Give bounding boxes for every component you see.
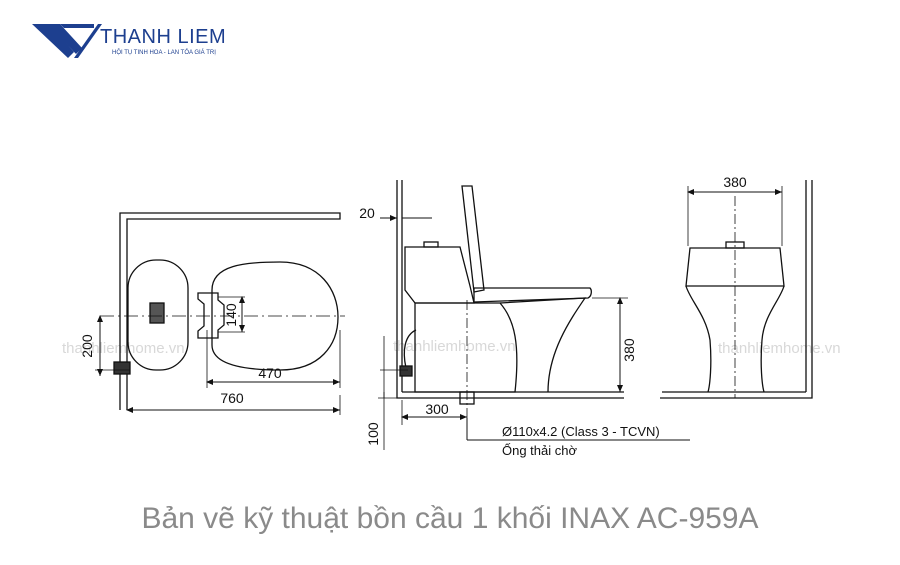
- side-seat: [473, 287, 592, 303]
- pipe-name-label: Ống thải chờ: [502, 443, 577, 458]
- dim-300-label: 300: [425, 401, 449, 417]
- side-body-rear: [414, 302, 518, 393]
- dim-20-label: 20: [359, 205, 375, 221]
- brand-slogan: HỘI TỤ TINH HOA - LAN TỎA GIÁ TRỊ: [112, 50, 216, 56]
- supply-pipe: [403, 329, 417, 369]
- top-view-bowl: [211, 261, 339, 371]
- hinge-bracket: [197, 292, 225, 339]
- top-view-wall: [119, 212, 341, 410]
- side-button: [423, 241, 439, 248]
- brand-name: THANH LIEM: [100, 26, 227, 48]
- dim-760-label: 760: [220, 390, 244, 406]
- watermark-left: thanhliemhome.vn: [62, 340, 185, 357]
- side-view-wall: [396, 180, 624, 399]
- front-view-wall: [660, 180, 813, 399]
- dim-200-label: 200: [79, 334, 95, 358]
- side-view: [378, 180, 690, 450]
- top-view-tank: [127, 259, 189, 371]
- dim-380-side-label: 380: [621, 338, 637, 362]
- side-lid: [461, 185, 485, 293]
- dim-470-label: 470: [258, 365, 282, 381]
- flush-button: [149, 302, 165, 324]
- caption: Bản vẽ kỹ thuật bồn cầu 1 khối INAX AC-9…: [141, 502, 759, 535]
- top-view: [95, 212, 345, 415]
- dim-100-label: 100: [365, 422, 381, 446]
- dim-140-label: 140: [223, 303, 239, 327]
- front-body-left: [685, 285, 712, 393]
- brand-logo-icon: [32, 24, 102, 58]
- watermark-center: thanhliemhome.vn: [393, 338, 516, 355]
- top-valve: [113, 361, 131, 375]
- watermark-right: thanhliemhome.vn: [718, 340, 841, 357]
- side-valve: [399, 365, 413, 377]
- front-body-right: [760, 285, 785, 393]
- side-tank: [404, 246, 475, 304]
- front-view: [660, 180, 813, 399]
- dim-380-front-label: 380: [723, 174, 747, 190]
- pipe-spec-label: Ø110x4.2 (Class 3 - TCVN): [502, 424, 660, 439]
- side-body-front: [499, 297, 587, 393]
